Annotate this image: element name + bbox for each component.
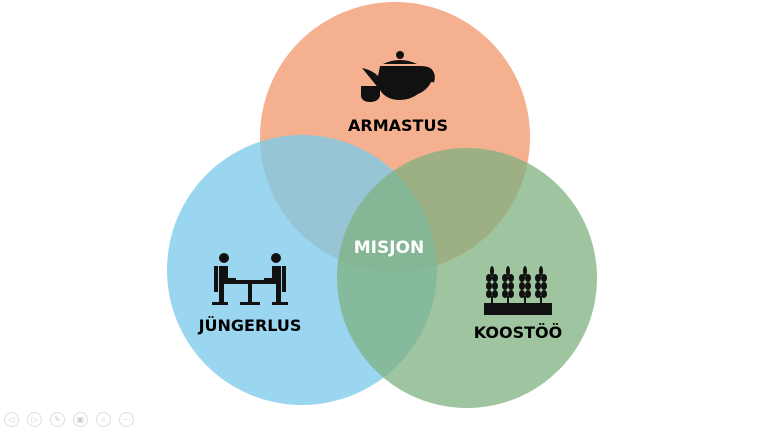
pen-button[interactable]: ✎ — [50, 412, 65, 427]
label-misjon: MISJON — [354, 238, 425, 258]
more-button[interactable]: ⋯ — [119, 412, 134, 427]
teapot-icon — [361, 51, 435, 102]
zoom-button[interactable]: ⌕ — [96, 412, 111, 427]
previous-slide-button[interactable]: ◁ — [4, 412, 19, 427]
slides-button[interactable]: ▣ — [73, 412, 88, 427]
label-jungerlus: JÜNGERLUS — [198, 316, 302, 335]
circle-koostoo — [337, 148, 597, 408]
label-koostoo: KOOSTÖÖ — [474, 323, 563, 342]
wheat-field-icon — [484, 266, 552, 315]
label-armastus: ARMASTUS — [348, 116, 448, 135]
next-slide-button[interactable]: ▷ — [27, 412, 42, 427]
people-at-table-icon — [212, 253, 288, 305]
